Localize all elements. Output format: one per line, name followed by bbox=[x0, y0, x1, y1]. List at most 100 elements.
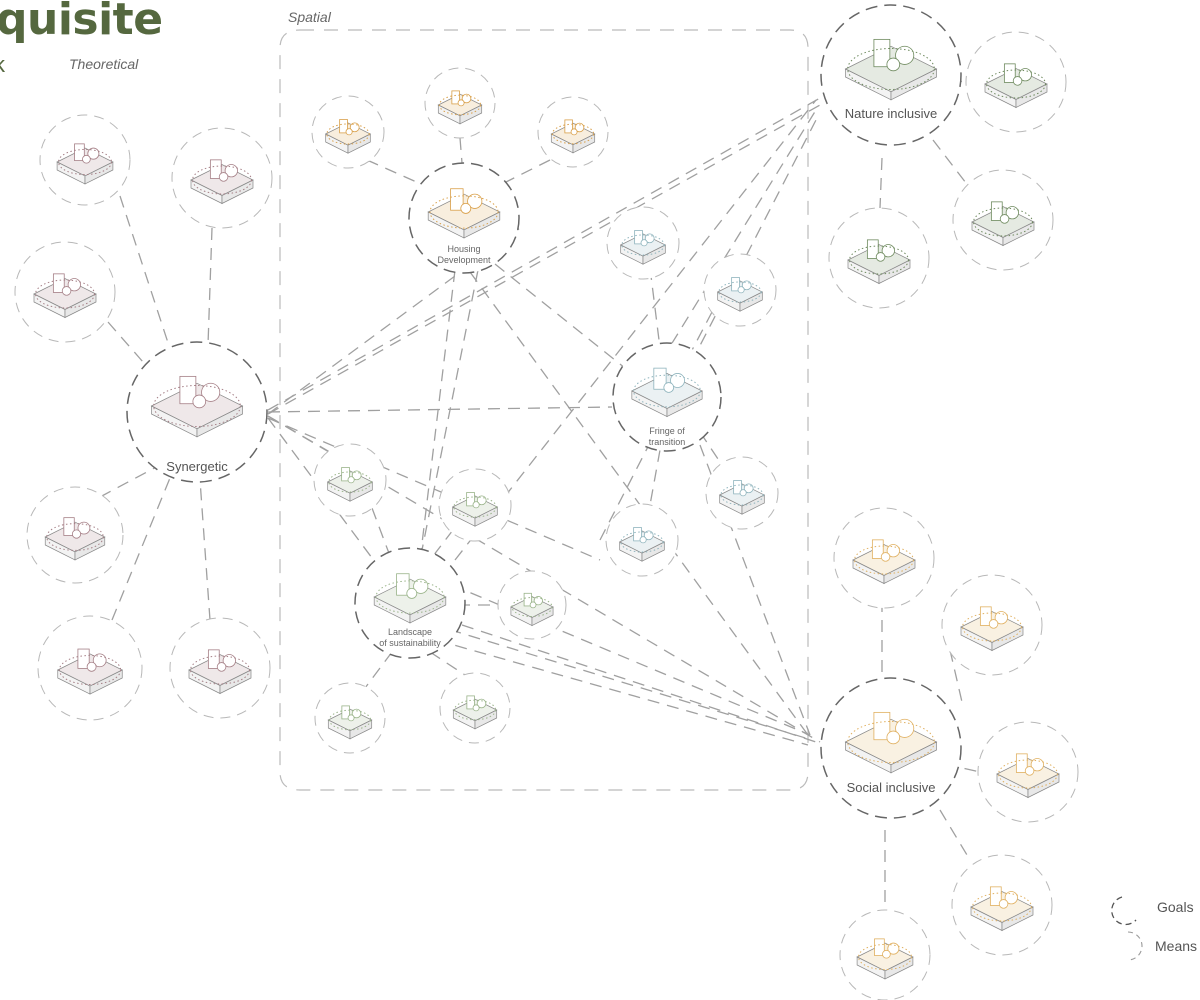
tree-shape bbox=[1030, 758, 1044, 772]
building-shape bbox=[990, 201, 1003, 221]
legend: Goals Means bbox=[1111, 896, 1197, 961]
connector-line bbox=[107, 321, 151, 371]
dotted-ring bbox=[847, 720, 935, 764]
means-node bbox=[828, 207, 930, 309]
dotted-ring bbox=[35, 279, 95, 309]
tree-shape bbox=[886, 730, 901, 745]
building-shape bbox=[873, 711, 891, 741]
means-node bbox=[171, 127, 273, 229]
legend-means-icon bbox=[1127, 931, 1143, 961]
connector-line bbox=[119, 195, 173, 356]
dotted-ring bbox=[58, 654, 122, 686]
connector-line bbox=[267, 415, 341, 459]
block-side-right bbox=[884, 956, 914, 980]
connector-line bbox=[391, 611, 813, 741]
connector-line bbox=[469, 271, 809, 736]
means-node bbox=[313, 443, 387, 517]
means-node bbox=[977, 721, 1079, 823]
block-side-right bbox=[572, 133, 596, 154]
tree-shape bbox=[988, 619, 999, 629]
dotted-ring bbox=[57, 148, 113, 176]
dotted-ring bbox=[153, 384, 241, 428]
goal-circle bbox=[126, 341, 268, 483]
building-shape bbox=[731, 277, 740, 292]
tree-shape bbox=[570, 128, 578, 136]
block-side-right bbox=[666, 390, 703, 418]
block-side-right bbox=[1015, 83, 1048, 109]
tree-shape bbox=[1018, 68, 1032, 82]
building-shape bbox=[339, 119, 348, 134]
connector-line bbox=[949, 649, 963, 703]
dotted-ring bbox=[633, 374, 701, 408]
theoretical-label: Theoretical bbox=[69, 56, 139, 72]
building-shape bbox=[1015, 753, 1028, 773]
tree-shape bbox=[345, 128, 353, 136]
block-side-right bbox=[474, 709, 498, 730]
building-shape bbox=[871, 539, 884, 559]
dotted-ring bbox=[46, 523, 104, 551]
spatial-frame bbox=[279, 29, 809, 791]
building-shape bbox=[633, 527, 642, 542]
tree-shape bbox=[1005, 206, 1019, 220]
building-shape bbox=[74, 143, 85, 162]
block-side-right bbox=[741, 494, 765, 515]
goal-circle bbox=[408, 162, 520, 274]
building-shape bbox=[653, 367, 667, 390]
page-title: quisite bbox=[0, 0, 163, 45]
connector-line bbox=[419, 269, 479, 561]
goal-social-inclusive bbox=[820, 677, 962, 819]
dotted-ring bbox=[972, 892, 1032, 922]
building-shape bbox=[466, 695, 475, 710]
connector-line bbox=[461, 624, 817, 743]
dotted-ring bbox=[190, 655, 250, 685]
means-node bbox=[703, 253, 777, 327]
means-node bbox=[839, 909, 931, 1000]
goal-label-synergetic: Synergetic bbox=[166, 459, 228, 474]
tree-shape bbox=[457, 99, 465, 107]
block-side-right bbox=[409, 596, 447, 624]
means-node bbox=[965, 31, 1067, 133]
tree-shape bbox=[222, 654, 236, 668]
building-shape bbox=[634, 230, 643, 245]
goal-label-housing-1: Housing bbox=[447, 244, 480, 254]
dotted-ring bbox=[620, 531, 664, 553]
building-shape bbox=[341, 467, 350, 482]
goal-label-housing-2: Development bbox=[437, 255, 491, 265]
goal-nodes bbox=[126, 4, 962, 819]
goal-circle bbox=[820, 677, 962, 819]
means-node bbox=[941, 574, 1043, 676]
means-node bbox=[314, 682, 386, 754]
dotted-ring bbox=[328, 709, 372, 731]
means-node bbox=[26, 486, 124, 584]
connector-line bbox=[639, 109, 817, 396]
means-node bbox=[537, 96, 609, 168]
tree-shape bbox=[224, 164, 238, 178]
tree-shape bbox=[347, 714, 355, 722]
tree-shape bbox=[882, 949, 891, 959]
tree-shape bbox=[640, 239, 648, 247]
block-side-right bbox=[463, 211, 501, 239]
means-node bbox=[439, 672, 511, 744]
tree-shape bbox=[472, 501, 480, 509]
block-side-right bbox=[459, 104, 483, 125]
tree-shape bbox=[999, 214, 1010, 224]
building-shape bbox=[207, 649, 220, 669]
building-shape bbox=[450, 188, 464, 211]
dotted-ring bbox=[718, 281, 762, 303]
tree-shape bbox=[639, 536, 647, 544]
means-node bbox=[705, 456, 779, 530]
building-shape bbox=[52, 273, 65, 293]
tree-shape bbox=[737, 286, 745, 294]
building-shape bbox=[1003, 63, 1016, 83]
block-side-right bbox=[474, 506, 498, 527]
goal-nature-inclusive bbox=[820, 4, 962, 146]
block-side-right bbox=[74, 536, 106, 561]
tree-shape bbox=[192, 394, 207, 409]
block-side-right bbox=[84, 161, 114, 185]
block-side-right bbox=[991, 626, 1024, 652]
tree-shape bbox=[461, 93, 472, 104]
connector-line bbox=[649, 449, 661, 506]
connector-line bbox=[499, 159, 551, 186]
building-shape bbox=[396, 573, 410, 596]
